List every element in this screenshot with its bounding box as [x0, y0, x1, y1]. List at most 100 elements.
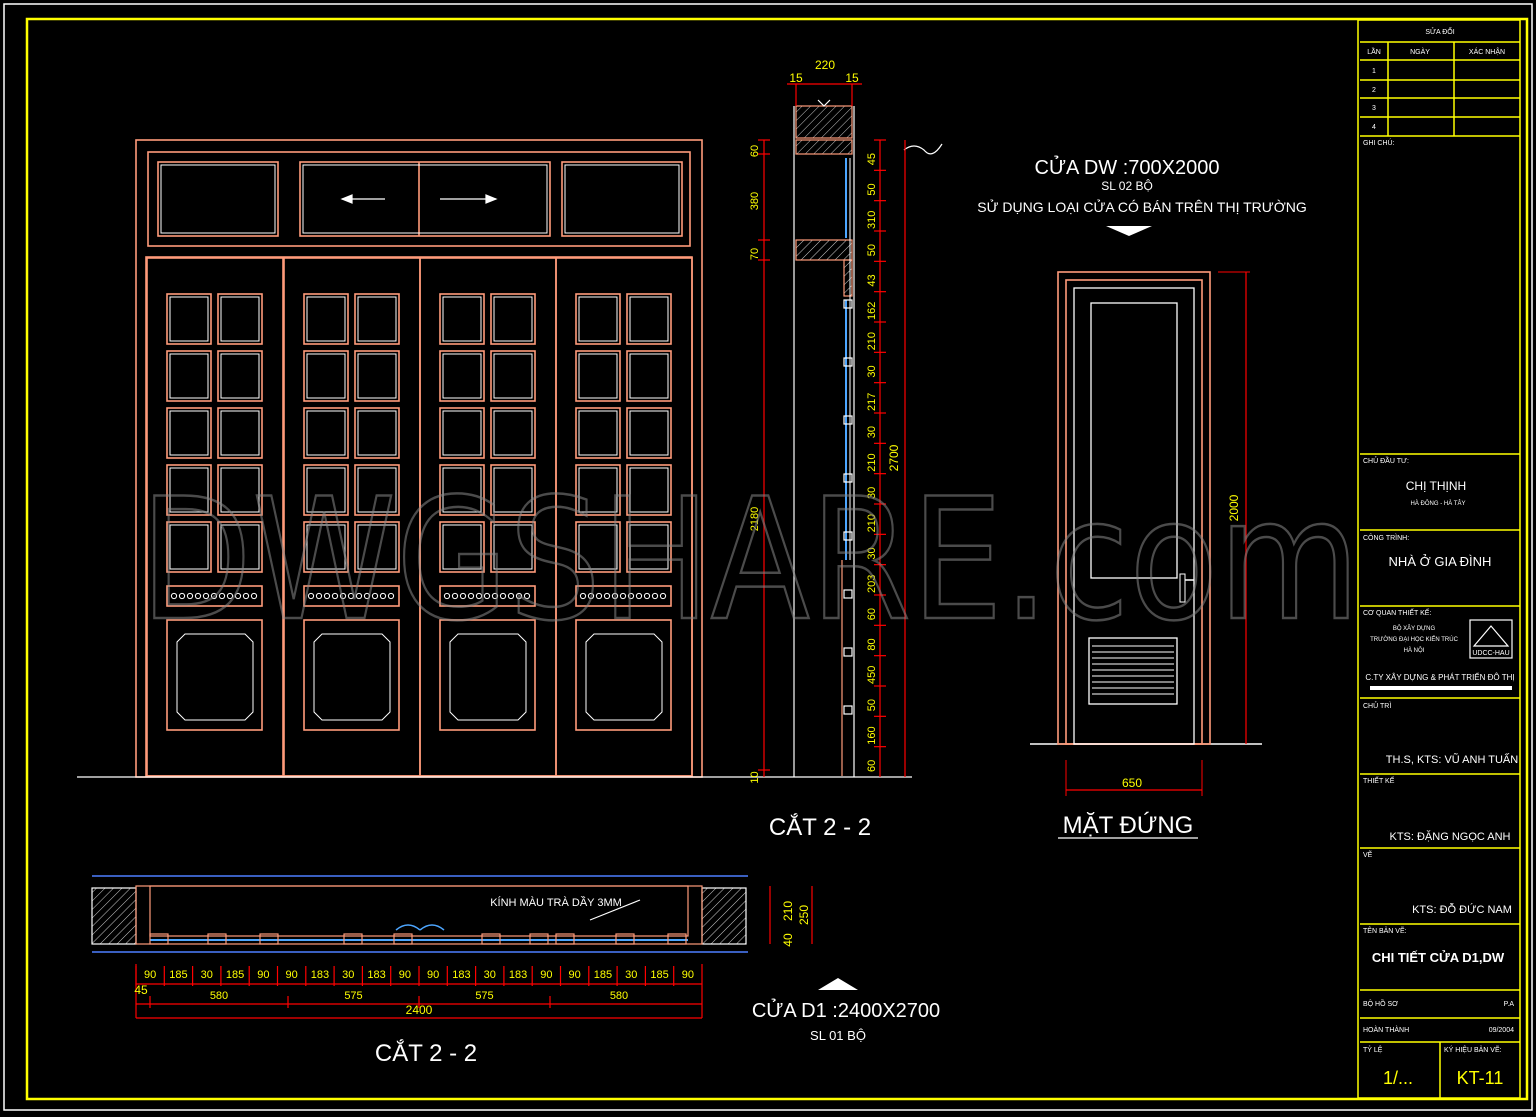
decor-dot: [507, 592, 515, 600]
section-tick: [843, 415, 853, 425]
decor-dot: [635, 592, 643, 600]
glass-pane: [439, 521, 485, 573]
glass-pane: [439, 407, 485, 459]
decor-band: [303, 585, 400, 607]
dim-side-left: 60: [749, 145, 761, 157]
decor-dot: [315, 592, 323, 600]
outer-frame: [3, 3, 1533, 1111]
dim-side-right: 30: [866, 547, 878, 559]
glass-pane-inner: [357, 353, 397, 399]
leaf-frame: [555, 257, 693, 777]
glass-pane: [166, 293, 212, 345]
glass-pane-inner: [169, 467, 209, 513]
raised-panel: [449, 633, 527, 721]
decor-dot: [451, 592, 459, 600]
door-dw-elevation: [1030, 226, 1262, 796]
dim-plan-row1: 90: [257, 969, 269, 981]
tb-rev-row-2: 2: [1372, 87, 1376, 94]
dim-side-right: 60: [866, 608, 878, 620]
dim-side-right: 30: [866, 426, 878, 438]
dim-plan-row1: 90: [144, 969, 156, 981]
glass-pane-inner: [169, 296, 209, 342]
bottom-panel: [575, 619, 672, 731]
tb-done-value: 09/2004: [1489, 1027, 1514, 1034]
raised-panel: [585, 633, 663, 721]
frame-block: [481, 933, 501, 945]
tb-org-line-1: BỘ XÂY DỰNG: [1393, 625, 1436, 632]
dim-side-right: 80: [866, 638, 878, 650]
dim-plan-row1: 183: [367, 969, 385, 981]
tb-owner: CHỊ THỊNH: [1406, 479, 1466, 493]
decor-dot: [475, 592, 483, 600]
decor-dot: [323, 592, 331, 600]
tb-file-value: P.A: [1504, 1001, 1515, 1008]
tb-org-line-2: TRƯỜNG ĐẠI HỌC KIẾN TRÚC: [1370, 636, 1458, 643]
dim-plan-row1: 90: [682, 969, 694, 981]
tb-design-label: THIẾT KẾ: [1363, 775, 1395, 785]
decor-band: [575, 585, 672, 607]
dim-plan-row2: 575: [475, 990, 493, 1002]
decor-dot: [587, 592, 595, 600]
tb-lead: TH.S, KTS: VŨ ANH TUẤN: [1386, 753, 1518, 766]
dim-side-top-right: 15: [845, 71, 859, 85]
glass-pane-inner: [357, 410, 397, 456]
section-tick: [843, 299, 853, 309]
section-tick: [843, 647, 853, 657]
decor-dot: [459, 592, 467, 600]
dim-plan-row1: 185: [594, 969, 612, 981]
section-tick: [843, 357, 853, 367]
tb-project-label: CÔNG TRÌNH:: [1363, 533, 1409, 542]
dim-side-right: 60: [866, 760, 878, 772]
decor-dot: [218, 592, 226, 600]
glass-pane: [626, 407, 672, 459]
glass-pane: [166, 407, 212, 459]
dim-plan-row1: 90: [399, 969, 411, 981]
dim-side-right: 310: [866, 211, 878, 229]
glass-pane-inner: [169, 524, 209, 570]
glass-pane-inner: [578, 296, 618, 342]
decor-dot: [234, 592, 242, 600]
glass-pane-inner: [306, 296, 346, 342]
glass-pane: [217, 350, 263, 402]
decor-dot: [379, 592, 387, 600]
section-tick: [843, 473, 853, 483]
tb-owner-label: CHỦ ĐẦU TƯ:: [1363, 455, 1409, 465]
tb-rev-row-3: 3: [1372, 105, 1376, 112]
glass-pane-inner: [169, 410, 209, 456]
decor-dot: [483, 592, 491, 600]
plan-section: [91, 875, 858, 1019]
dim-side-right: 210: [866, 332, 878, 350]
glass-pane: [575, 521, 621, 573]
dim-side-right: 160: [866, 726, 878, 744]
glass-pane: [303, 350, 349, 402]
glass-pane-inner: [306, 524, 346, 570]
tb-owner-sub: HÀ ĐÔNG - HÀ TÂY: [1411, 500, 1466, 507]
dim-plan-row2: 575: [344, 990, 362, 1002]
decor-dot: [371, 592, 379, 600]
dim-plan-side-3: 250: [797, 905, 811, 925]
glass-pane-inner: [220, 467, 260, 513]
dim-plan-row1: 90: [286, 969, 298, 981]
tb-file-label: BỘ HỒ SƠ: [1363, 998, 1398, 1008]
glass-pane: [166, 521, 212, 573]
dim-side-total: 2700: [887, 444, 901, 471]
dim-side-right: 45: [866, 153, 878, 165]
frame-block: [343, 933, 363, 945]
glass-pane-inner: [357, 296, 397, 342]
dw-title: CỬA DW :700X2000: [1035, 155, 1220, 179]
decor-dot: [170, 592, 178, 600]
glass-pane: [626, 350, 672, 402]
dim-plan-row1: 185: [169, 969, 187, 981]
frame-block: [207, 933, 227, 945]
tb-scale: 1/...: [1383, 1068, 1413, 1088]
decor-dot: [194, 592, 202, 600]
decor-band: [166, 585, 263, 607]
dim-side-right: 50: [866, 244, 878, 256]
dim-side-left: 10: [749, 771, 761, 783]
glass-pane: [303, 521, 349, 573]
dim-plan-row2: 580: [610, 990, 628, 1002]
watermark: DWGSHARE.com: [140, 462, 1360, 658]
dim-side-left: 70: [749, 248, 761, 260]
frame-block: [393, 933, 413, 945]
glass-pane: [626, 464, 672, 516]
